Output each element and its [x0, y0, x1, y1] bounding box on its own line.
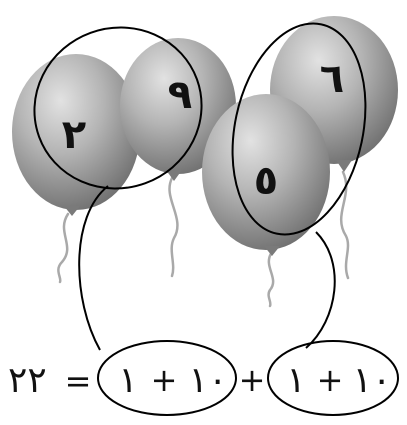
equation-group-oval [267, 340, 399, 416]
balloon-label-right: ٦ [320, 56, 344, 102]
group-left-term-b: ١٠ [189, 360, 228, 401]
equation: ٢٢ = ١ + ١٠ + ١ + ١٠ [8, 340, 399, 416]
equation-outer-plus: + [239, 361, 266, 399]
balloon-body [12, 54, 140, 210]
equation-group-oval [97, 340, 237, 416]
balloon-label-mid-right: ٥ [254, 158, 278, 204]
string-mid-left [168, 176, 179, 278]
string-left [57, 212, 70, 284]
balloon-mid-left [120, 38, 236, 181]
connector-loops [78, 185, 336, 351]
equation-group-left: ١ + ١٠ [97, 340, 237, 416]
group-left-plus: + [151, 361, 178, 399]
balloon-knot [336, 160, 352, 172]
equation-group-right: ١ + ١٠ [267, 340, 399, 416]
balloon-body [120, 38, 236, 174]
string-right [339, 170, 350, 280]
group-oval-right [231, 22, 367, 236]
balloon-left [12, 54, 140, 216]
group-right-term-a: ١ [286, 360, 305, 401]
equation-equals: = [65, 362, 92, 400]
connector-left [78, 185, 109, 351]
group-oval-left [33, 26, 203, 190]
balloon-strings [57, 170, 350, 308]
balloon-label-mid-left: ٩ [168, 72, 192, 118]
connector-right [305, 231, 336, 349]
string-mid-right [267, 250, 275, 308]
group-left-term-a: ١ [118, 360, 137, 401]
balloon-label-left: ٢ [62, 112, 86, 158]
balloon-knot [264, 246, 280, 256]
balloon-knot [64, 206, 80, 216]
balloon-labels: ٢ ٩ ٥ ٦ [62, 56, 344, 204]
group-right-term-b: ١٠ [353, 360, 392, 401]
equation-result: ٢٢ [8, 360, 47, 401]
balloon-knot [166, 170, 182, 181]
grouping-ovals [33, 22, 367, 236]
group-right-plus: + [317, 361, 344, 399]
